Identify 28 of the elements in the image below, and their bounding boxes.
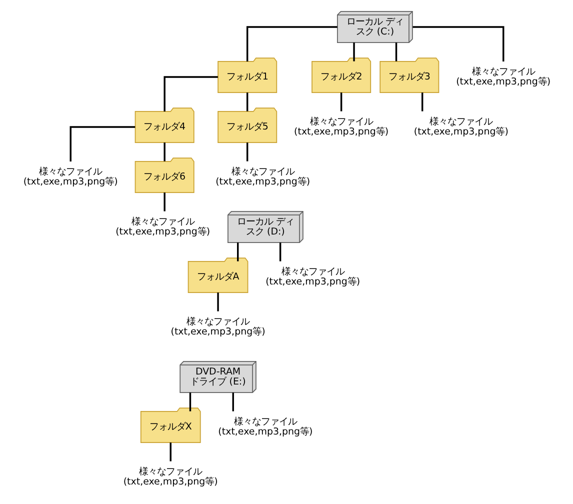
connector xyxy=(169,442,171,462)
node-text: 様々なファイル(txt,exe,mp3,png等) xyxy=(170,316,265,338)
node-text: 様々なファイル(txt,exe,mp3,png等) xyxy=(122,466,218,488)
connector xyxy=(420,92,423,112)
connector xyxy=(246,92,248,112)
node-text: 様々なファイル(txt,exe,mp3,png等) xyxy=(456,66,550,88)
node-text: 様々なファイル(txt,exe,mp3,png等) xyxy=(218,416,312,438)
connector xyxy=(394,42,397,62)
node-text: 様々なファイル(txt,exe,mp3,png等) xyxy=(215,166,310,188)
connector xyxy=(163,76,218,112)
connector xyxy=(246,26,337,62)
node-text: 様々なファイル(txt,exe,mp3,png等) xyxy=(294,116,388,138)
node-text: 様々なファイル(txt,exe,mp3,png等) xyxy=(413,116,508,138)
connector xyxy=(188,392,191,412)
connector xyxy=(163,192,165,212)
connector xyxy=(352,42,354,62)
connector xyxy=(246,142,248,162)
node-text: 様々なファイル(txt,exe,mp3,png等) xyxy=(22,166,118,188)
node-text: 様々なファイル(txt,exe,mp3,png等) xyxy=(115,216,210,238)
connector xyxy=(236,242,238,262)
connector xyxy=(232,392,234,412)
connector xyxy=(412,26,504,62)
connector xyxy=(69,126,135,162)
connector xyxy=(216,292,218,312)
node-text: 様々なファイル(txt,exe,mp3,png等) xyxy=(265,266,360,288)
connector xyxy=(278,242,281,262)
connector xyxy=(340,92,342,112)
connector xyxy=(163,142,165,162)
